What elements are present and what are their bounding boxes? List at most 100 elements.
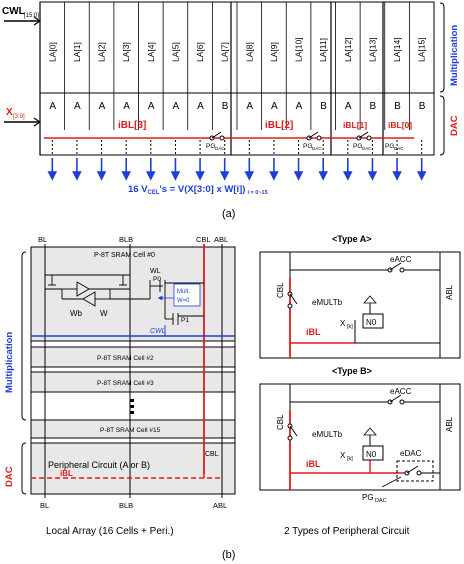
ibl-group-labels: iBL[3]iBL[2]iBL[1]iBL[0] <box>118 120 412 131</box>
la-label: LA[13] <box>367 37 377 62</box>
peripheral-ibl: iBL <box>60 469 73 478</box>
ibl-group-label: iBL[0] <box>388 120 412 130</box>
wb-label: Wb <box>70 309 83 318</box>
type-b-xk: X <box>340 451 346 460</box>
panel-a: LA[0]LA[1]LA[2]LA[3]LA[4]LA[5]LA[6]LA[7]… <box>2 1 460 220</box>
type-label: A <box>123 101 130 112</box>
peripheral-cbl: CBL <box>205 451 219 458</box>
x-sub: [3:0] <box>13 114 25 120</box>
ellipsis-dots <box>130 399 134 414</box>
type-b-edac-label: eDAC <box>400 449 422 458</box>
type-a-eacc-label: eACC <box>390 255 412 264</box>
type-a-ibl-label: iBL <box>306 327 321 337</box>
type-label: A <box>172 101 179 112</box>
type-b-edac-switch <box>404 465 422 476</box>
vcel-equation: 16 VCEL's = V(X[3:0] x W[i])i = 0~15 <box>128 184 268 196</box>
type-b-edac-box <box>396 460 434 482</box>
col-blb-top: BLB <box>119 235 133 244</box>
col-abl-bottom: ABL <box>213 501 227 510</box>
type-label: B <box>369 101 376 112</box>
cell-2 <box>30 346 236 368</box>
type-b-abl-label: ABL <box>445 416 454 432</box>
panel-b-local-array: BL BLB CBL ABL P-8T SRAM Cell #0 P-8T SR… <box>4 235 236 537</box>
side-mult-a: Multiplication <box>449 25 460 86</box>
type-b-pgdac-label: PG <box>362 493 374 502</box>
type-a-emultb-label: eMULTb <box>312 298 343 307</box>
vcel-arrows <box>47 140 427 181</box>
la-label: LA[8] <box>244 42 254 62</box>
type-a-cbl-label: CBL <box>276 282 285 298</box>
p1-label: P1 <box>181 317 189 324</box>
cell-3-label: P-8T SRAM Cell #3 <box>97 380 154 387</box>
p0-label: P0 <box>153 276 161 283</box>
svg-text:PG: PG <box>353 143 362 150</box>
cwl-sub: [15:0] <box>24 13 39 19</box>
la-label: LA[12] <box>343 37 353 62</box>
la-label: LA[15] <box>417 37 427 62</box>
la-label: LA[1] <box>72 42 82 62</box>
ibl-group-label: iBL[2] <box>265 120 293 131</box>
w0-label: W=0 <box>177 298 190 304</box>
type-b-ibl-label: iBL <box>306 459 321 469</box>
la-label: LA[7] <box>220 42 230 62</box>
cwl-wire-label: CWL <box>150 328 166 335</box>
type-label: A <box>345 101 352 112</box>
la-label: LA[6] <box>195 42 205 62</box>
type-b-eacc-label: eACC <box>390 387 412 396</box>
side-brackets-a <box>439 2 445 156</box>
svg-text:DAC: DAC <box>362 146 372 151</box>
cell-3 <box>30 371 236 393</box>
peripheral-box <box>30 442 236 495</box>
type-label: A <box>197 101 204 112</box>
type-a-abl-label: ABL <box>445 284 454 300</box>
ibl-group-label: iBL[1] <box>343 120 367 130</box>
col-abl-top: ABL <box>214 235 228 244</box>
x-label: X <box>6 107 13 118</box>
col-cbl-top: CBL <box>196 235 211 244</box>
type-b-n0 <box>362 445 384 461</box>
col-blb-bottom: BLB <box>119 501 133 510</box>
pg-switches <box>209 131 372 141</box>
bitlines <box>44 244 223 498</box>
la-label: LA[3] <box>121 42 131 62</box>
side-brackets-b <box>21 251 27 495</box>
type-b-emultb-label: eMULTb <box>312 430 343 439</box>
svg-text:DAC: DAC <box>215 146 225 151</box>
svg-text:DAC: DAC <box>312 146 322 151</box>
cell-2-label: P-8T SRAM Cell #2 <box>97 355 154 362</box>
type-b-cbl-label: CBL <box>276 414 285 430</box>
type-b-pgdac-sub: DAC <box>375 498 387 504</box>
svg-text:WL: WL <box>150 268 161 275</box>
type-a-emultb-switch <box>287 291 298 309</box>
la-label: LA[11] <box>318 38 328 62</box>
type-a-n0-label: N0 <box>366 318 377 327</box>
type-b-eacc-switch <box>372 394 408 405</box>
type-a-xk: X <box>340 319 346 328</box>
col-bl-top: BL <box>38 235 47 244</box>
cwl-label: CWL <box>2 6 25 17</box>
la-label: LA[9] <box>269 42 279 62</box>
mult-box <box>173 283 201 307</box>
type-b-emultb-switch <box>287 423 298 441</box>
svg-text:PG: PG <box>206 143 215 150</box>
la-label: LA[4] <box>146 42 156 62</box>
svg-text:PG: PG <box>385 143 394 150</box>
w-label: W <box>100 309 108 318</box>
side-mult-b: Multiplication <box>4 332 15 393</box>
cell-0-label: P-8T SRAM Cell #0 <box>94 252 155 259</box>
la-label: LA[0] <box>47 42 57 62</box>
svg-text:DAC: DAC <box>394 146 404 151</box>
caption-b: (b) <box>222 549 235 561</box>
mult-label: Mult. <box>177 289 190 295</box>
type-a-title: <Type A> <box>332 234 372 244</box>
svg-text:16 VCEL's = V(X[3:0] x W[i])i: 16 VCEL's = V(X[3:0] x W[i])i = 0~15 <box>128 184 268 196</box>
side-dac-a: DAC <box>449 115 460 136</box>
type-label: A <box>49 101 56 112</box>
type-label: A <box>99 101 106 112</box>
cell-0 <box>30 246 236 342</box>
panel-b-peripheral-types: <Type A> CBL eACC eMULTb iBL ABL X [k] <box>259 234 461 537</box>
type-label: B <box>320 101 327 112</box>
col-bl-bottom: BL <box>40 501 49 510</box>
